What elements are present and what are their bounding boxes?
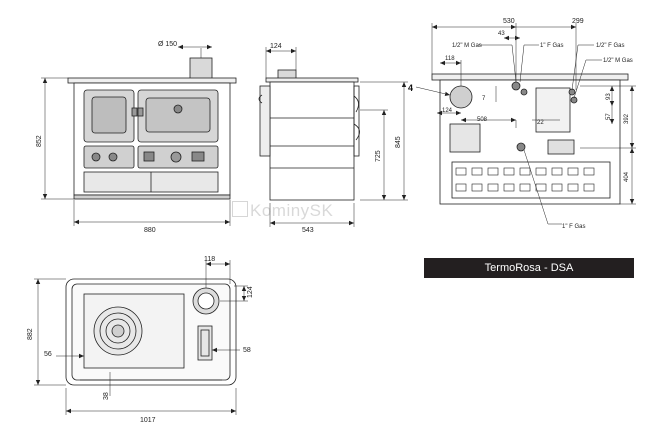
watermark-text: KominySK xyxy=(250,201,334,220)
side-depth-label: 543 xyxy=(302,227,314,234)
title-banner xyxy=(424,258,634,278)
flue-pipe xyxy=(189,57,213,81)
rear-view xyxy=(431,73,629,205)
house-icon xyxy=(232,201,248,217)
top-dim-118: 118 xyxy=(204,256,215,263)
top-view xyxy=(65,278,237,386)
conn-half-m-right-label: 1/2" M Gas xyxy=(603,58,633,64)
rear-dim-124: 124 xyxy=(442,108,453,114)
top-dim-38: 38 xyxy=(103,392,110,400)
side-view xyxy=(258,69,360,201)
front-height-label: 852 xyxy=(36,135,43,147)
front-view xyxy=(67,57,237,200)
rear-dim-299: 299 xyxy=(572,18,584,25)
side-body xyxy=(269,81,355,201)
front-width-label: 880 xyxy=(144,227,156,234)
side-height-lower-label: 725 xyxy=(375,150,382,162)
rear-dim-7: 7 xyxy=(482,96,486,102)
rear-dim-43: 43 xyxy=(498,31,505,37)
conn-1f-top xyxy=(511,81,521,91)
rear-flue-outlet xyxy=(449,85,473,109)
flue-diameter-label: Ø 150 xyxy=(158,41,177,48)
rear-dim-118: 118 xyxy=(445,56,455,62)
top-vent xyxy=(197,325,213,361)
top-depth-label: 882 xyxy=(27,328,34,340)
conn-half-f-right-label: 1/2" F Gas xyxy=(596,43,624,49)
conn-1f-bottom xyxy=(516,142,526,152)
conn-half-m-left-label: 1/2" M Gas xyxy=(452,43,482,49)
callout-4: 4 xyxy=(408,83,413,93)
cooktop-rim xyxy=(67,77,237,84)
rear-dim-22: 22 xyxy=(537,120,544,126)
rear-dim-530: 530 xyxy=(503,18,515,25)
rear-dim-57: 57 xyxy=(606,113,612,120)
top-width-label: 1017 xyxy=(140,417,156,424)
conn-1f-bottom-label: 1" F Gas xyxy=(562,224,585,230)
top-dim-124: 124 xyxy=(247,286,254,298)
side-flue-offset-label: 124 xyxy=(270,43,282,50)
top-dim-58: 58 xyxy=(243,347,251,354)
watermark: KominySK xyxy=(232,201,333,221)
rear-dim-404: 404 xyxy=(624,171,630,182)
rear-dim-392: 392 xyxy=(624,113,630,124)
rear-dim-508: 508 xyxy=(477,117,488,123)
rear-dim-93: 93 xyxy=(606,93,612,100)
product-title: TermoRosa - DSA xyxy=(484,262,574,274)
top-dim-56: 56 xyxy=(44,351,52,358)
conn-1f-top-label: 1" F Gas xyxy=(540,43,563,49)
oven-thermometer xyxy=(173,104,183,114)
side-height-total-label: 845 xyxy=(395,136,402,148)
